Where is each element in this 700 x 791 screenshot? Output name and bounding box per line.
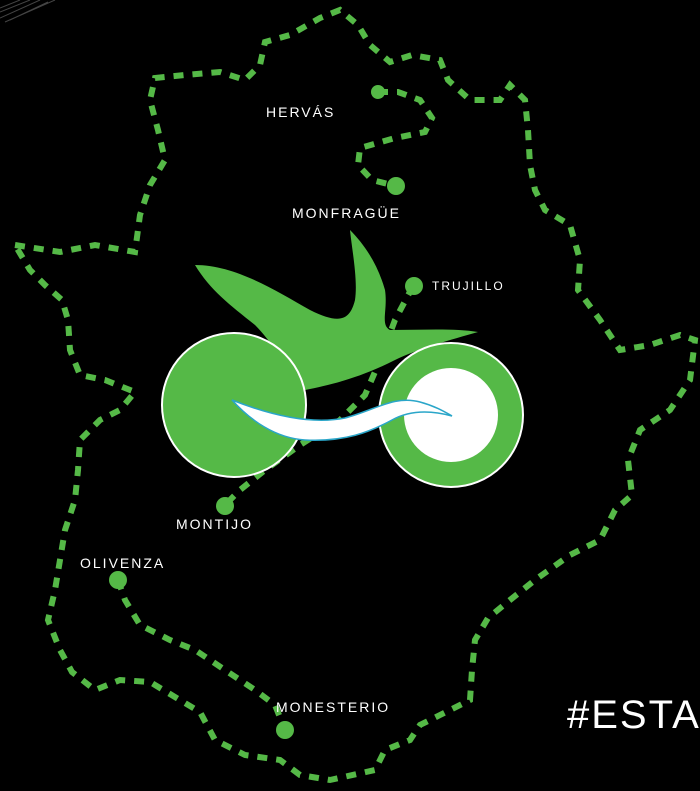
town-marker: [276, 721, 294, 739]
logo-wheel-left: [161, 332, 307, 478]
logo-figure-body: [195, 230, 478, 390]
town-marker: [405, 277, 423, 295]
town-hervas[interactable]: HERVÁS: [266, 85, 385, 120]
town-label: OLIVENZA: [80, 555, 165, 571]
town-monesterio[interactable]: MONESTERIO: [276, 699, 390, 739]
town-montijo[interactable]: MONTIJO: [176, 497, 253, 532]
cyclist-logo: [161, 230, 524, 488]
town-monfrague[interactable]: MONFRAGÜE: [292, 177, 405, 221]
town-label: MONTIJO: [176, 516, 253, 532]
town-marker: [371, 85, 385, 99]
town-trujillo[interactable]: TRUJILLO: [405, 277, 505, 295]
town-olivenza[interactable]: OLIVENZA: [80, 555, 165, 589]
logo-swoosh: [231, 399, 453, 441]
hashtag-text: #ESTA: [567, 693, 700, 737]
inner-route-3: [115, 579, 288, 732]
inner-route: [354, 89, 436, 189]
corner-scribble: [0, 0, 56, 23]
town-label: MONESTERIO: [276, 699, 390, 715]
region-border-route: [9, 6, 699, 784]
town-marker: [387, 177, 405, 195]
town-label: HERVÁS: [266, 104, 335, 120]
town-label: TRUJILLO: [432, 279, 505, 293]
town-label: MONFRAGÜE: [292, 204, 401, 221]
town-marker: [216, 497, 234, 515]
town-marker: [109, 571, 127, 589]
